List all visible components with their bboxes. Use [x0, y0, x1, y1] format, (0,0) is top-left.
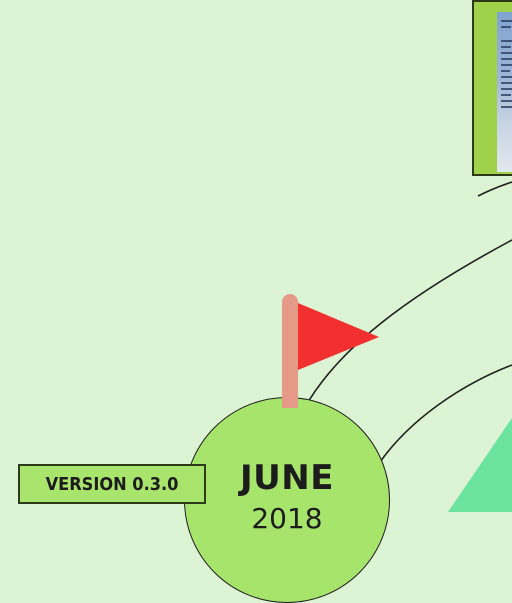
flag-icon	[298, 303, 379, 370]
flag-pole	[282, 294, 298, 408]
milestone-year: 2018	[251, 502, 323, 535]
decorative-hill	[448, 418, 512, 512]
timeline-connectors	[307, 181, 512, 463]
screenshot-thumbnail[interactable]	[472, 0, 512, 176]
milestone-month: JUNE	[240, 458, 334, 498]
thumbnail-image	[497, 12, 512, 172]
milestone-node[interactable]	[184, 397, 390, 603]
version-badge: VERSION 0.3.0	[18, 464, 206, 504]
